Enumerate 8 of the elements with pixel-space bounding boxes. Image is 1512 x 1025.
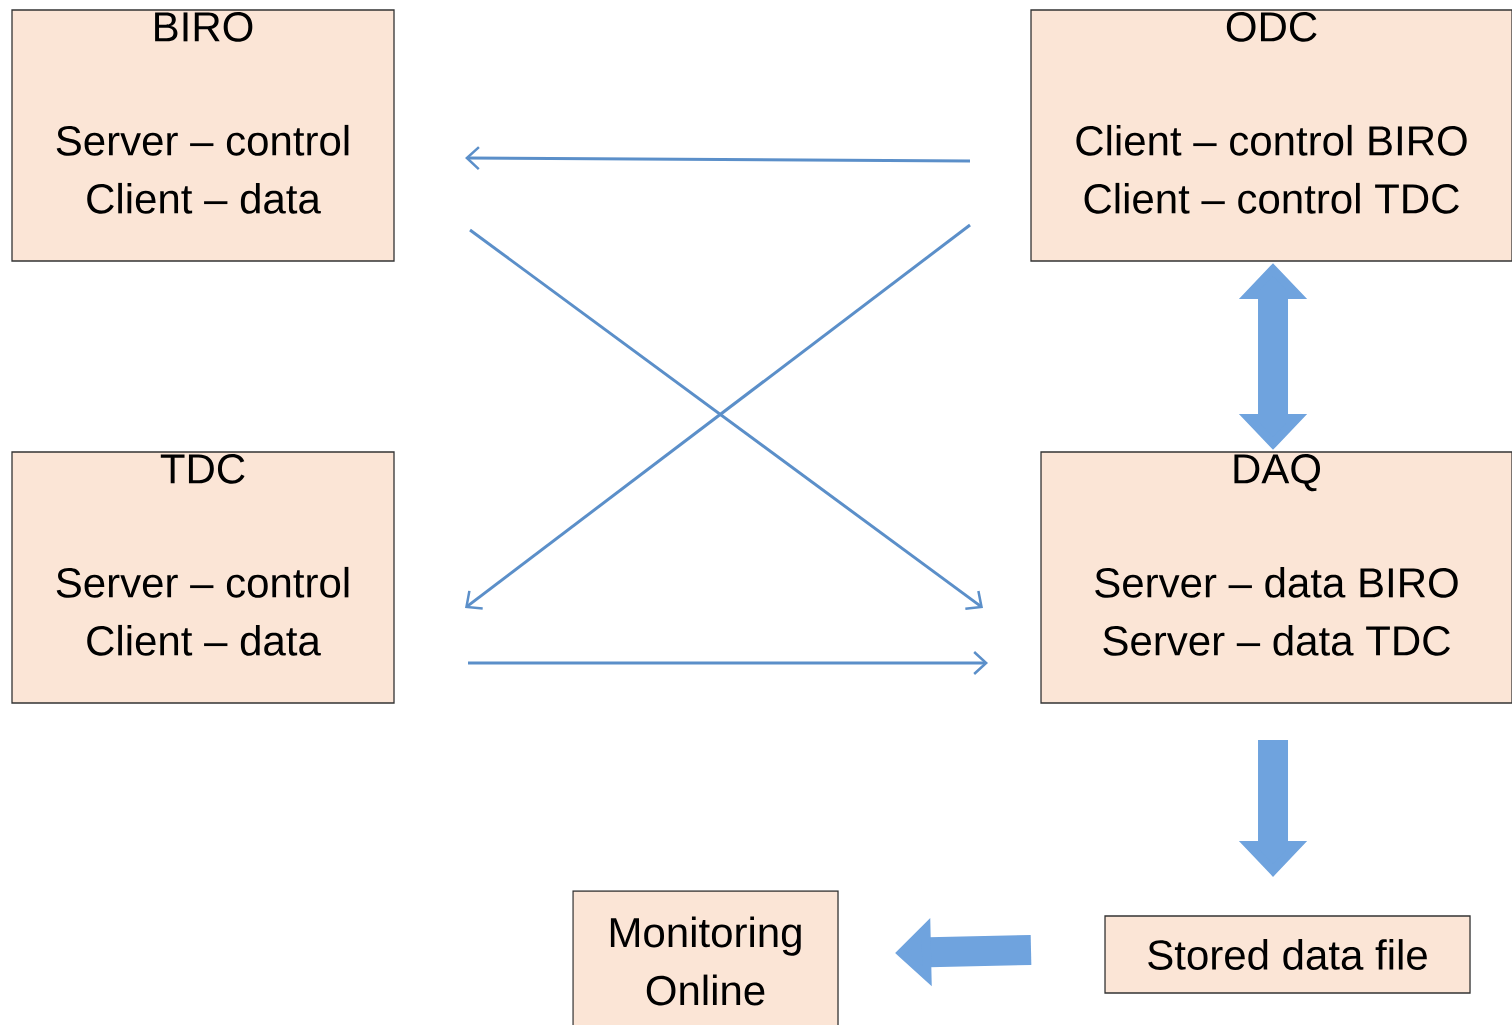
component-box: TDC Server – control Client – data (11, 451, 395, 704)
arrow (465, 146, 970, 170)
process-box: Stored data file (1104, 915, 1471, 994)
component-box: DAQ Server – data BIRO Server – data TDC (1040, 451, 1512, 704)
component-box: ODC Client – control BIRO Client – control TDC (1030, 9, 1512, 262)
arrow (468, 651, 989, 675)
process-box: Monitoring Online (572, 890, 839, 1025)
component-box: BIRO Server – control Client – data (11, 9, 395, 262)
